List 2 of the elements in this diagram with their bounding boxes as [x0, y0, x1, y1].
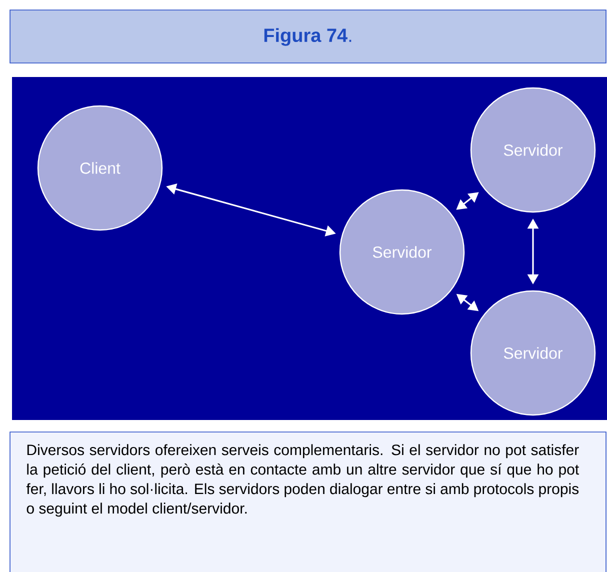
- caption: Diversos servidors ofereixen serveis complementaris. Si el servidor no pot satisfer la petició del client, però està en contacte amb un altre servidor que sí que ho pot fer, llavors li ho sol·licita. Els servidors poden dialogar entre si amb protocols propis o seguint el model client/servidor.: [26, 444, 579, 517]
- title: Figura 74.: [264, 28, 352, 46]
